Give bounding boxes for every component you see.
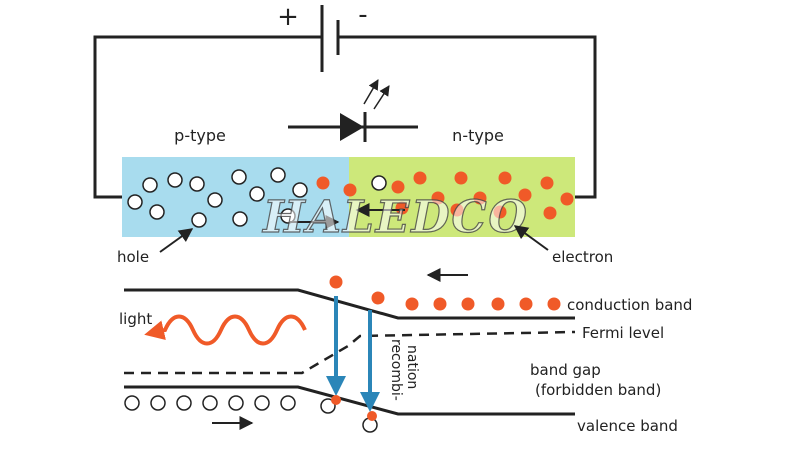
- recombination-points: [331, 395, 377, 421]
- hole: [270, 167, 286, 183]
- p-region-holes: [127, 167, 387, 228]
- electron: [560, 192, 574, 206]
- electron: [391, 180, 405, 194]
- hole: [127, 194, 143, 210]
- hole: [280, 395, 296, 411]
- hole: [167, 172, 183, 188]
- hole: [231, 169, 247, 185]
- fermi-level-label: Fermi level: [582, 324, 664, 342]
- conduction-band-label: conduction band: [567, 296, 692, 314]
- electron: [433, 297, 447, 311]
- light-wave-icon: [144, 314, 307, 346]
- recombination-label-line1: recombi-: [388, 339, 404, 401]
- n-type-region: [349, 157, 575, 237]
- hole: [124, 395, 140, 411]
- hole: [189, 176, 205, 192]
- electron: [395, 201, 409, 215]
- electron: [431, 191, 445, 205]
- electron: [547, 297, 561, 311]
- electron: [519, 297, 533, 311]
- hole: [320, 398, 336, 414]
- electron: [473, 191, 487, 205]
- valence-band-line: [124, 385, 575, 416]
- watermark-logo: HALEDCO: [261, 192, 529, 243]
- n-type-label: n-type: [452, 126, 504, 145]
- hole: [254, 395, 270, 411]
- electron-label: electron: [552, 248, 613, 266]
- valence-band-label: valence band: [577, 417, 678, 435]
- electron: [518, 188, 532, 202]
- electron: [331, 395, 341, 405]
- electron-pointer-arrow: [513, 225, 549, 251]
- p-type-label: p-type: [174, 126, 226, 145]
- hole-label: hole: [117, 248, 149, 266]
- electron: [543, 206, 557, 220]
- fermi-level-line: [124, 330, 576, 375]
- hole: [149, 204, 165, 220]
- battery-icon: [320, 5, 340, 72]
- circuit-wire: [93, 35, 597, 199]
- hole: [371, 175, 387, 191]
- electron: [413, 171, 427, 185]
- electron: [405, 297, 419, 311]
- hole: [207, 192, 223, 208]
- battery-minus-label: -: [358, 0, 367, 30]
- hole: [228, 395, 244, 411]
- hole: [142, 177, 158, 193]
- electron: [454, 171, 468, 185]
- n-region-electrons: [316, 171, 574, 220]
- electron: [461, 297, 475, 311]
- diode-icon: [288, 112, 418, 142]
- hole: [150, 395, 166, 411]
- electron: [493, 205, 507, 219]
- hole: [232, 211, 248, 227]
- battery-plus-label: +: [277, 2, 299, 32]
- conduction-band-line: [124, 288, 575, 320]
- electron: [540, 176, 554, 190]
- electron: [367, 411, 377, 421]
- electron: [450, 203, 464, 217]
- forbidden-band-label: (forbidden band): [535, 381, 661, 399]
- conduction-electrons: [329, 275, 561, 311]
- electron: [343, 183, 357, 197]
- hole-pointer-arrow: [159, 228, 194, 253]
- electron: [498, 171, 512, 185]
- hole: [292, 182, 308, 198]
- light-label: light: [119, 310, 152, 328]
- electron: [491, 297, 505, 311]
- valence-holes: [124, 395, 378, 433]
- electron: [316, 176, 330, 190]
- emission-arrows-icon: [363, 79, 390, 110]
- hole: [280, 208, 296, 224]
- hole: [176, 395, 192, 411]
- hole: [249, 186, 265, 202]
- recombination-label-line2: nation: [404, 345, 420, 389]
- electron: [329, 275, 343, 289]
- hole: [202, 395, 218, 411]
- electron: [371, 291, 385, 305]
- hole: [191, 212, 207, 228]
- band-gap-label: band gap: [530, 361, 601, 379]
